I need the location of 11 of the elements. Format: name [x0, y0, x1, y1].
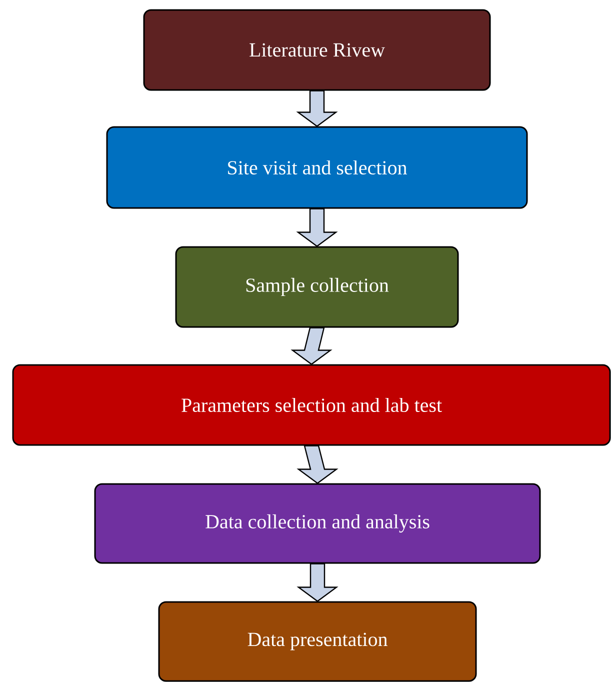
block-arrow — [296, 445, 338, 484]
block-arrow — [296, 208, 338, 247]
block-arrow — [296, 90, 338, 127]
process-box: Data collection and analysis — [94, 483, 541, 564]
block-arrow — [296, 563, 338, 602]
process-box: Sample collection — [175, 246, 459, 328]
process-box: Parameters selection and lab test — [12, 364, 611, 446]
block-arrow — [290, 327, 332, 365]
process-box: Data presentation — [158, 601, 477, 682]
process-box: Literature Rivew — [143, 9, 491, 91]
process-box: Site visit and selection — [106, 126, 528, 209]
